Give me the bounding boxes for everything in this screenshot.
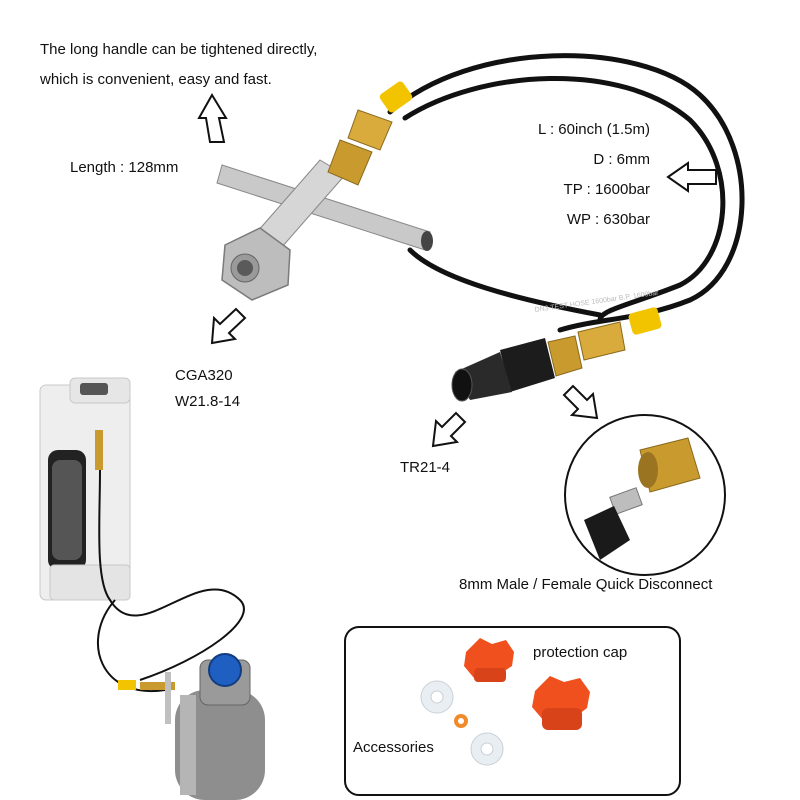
t-handle-adapter [216, 109, 433, 301]
hose-spec-diameter: D : 6mm [593, 151, 650, 168]
handle-note-line2: which is convenient, easy and fast. [40, 71, 272, 88]
hose-spec-test-pressure: TP : 1600bar [563, 181, 650, 198]
cga-label-line2: W21.8-14 [175, 393, 241, 410]
tr-label: TR21-4 [400, 459, 451, 476]
tr21-adapter [451, 321, 626, 402]
handle-note-line1: The long handle can be tightened directl… [40, 41, 318, 58]
quick-disconnect-label: 8mm Male / Female Quick Disconnect [459, 576, 713, 593]
cga-label-line1: CGA320 [175, 367, 233, 384]
arrow-handle-note [197, 93, 228, 143]
arrow-quick-disconnect [562, 384, 599, 420]
arrow-tr [431, 411, 467, 448]
accessories-box [344, 626, 681, 796]
length-label: Length : 128mm [70, 159, 179, 176]
arrow-cga [210, 307, 247, 345]
arrow-hose-specs [666, 161, 717, 193]
hose-spec-working-pressure: WP : 630bar [566, 211, 650, 228]
accessories-label: Accessories [353, 739, 434, 756]
hose-sleeve-bottom [628, 307, 662, 335]
soda-machine-setup [39, 377, 265, 800]
hose-spec-length: L : 60inch (1.5m) [538, 121, 650, 138]
quick-disconnect-detail [564, 414, 726, 576]
hose-sleeve-top [379, 81, 413, 113]
protection-cap-label: protection cap [533, 644, 628, 661]
